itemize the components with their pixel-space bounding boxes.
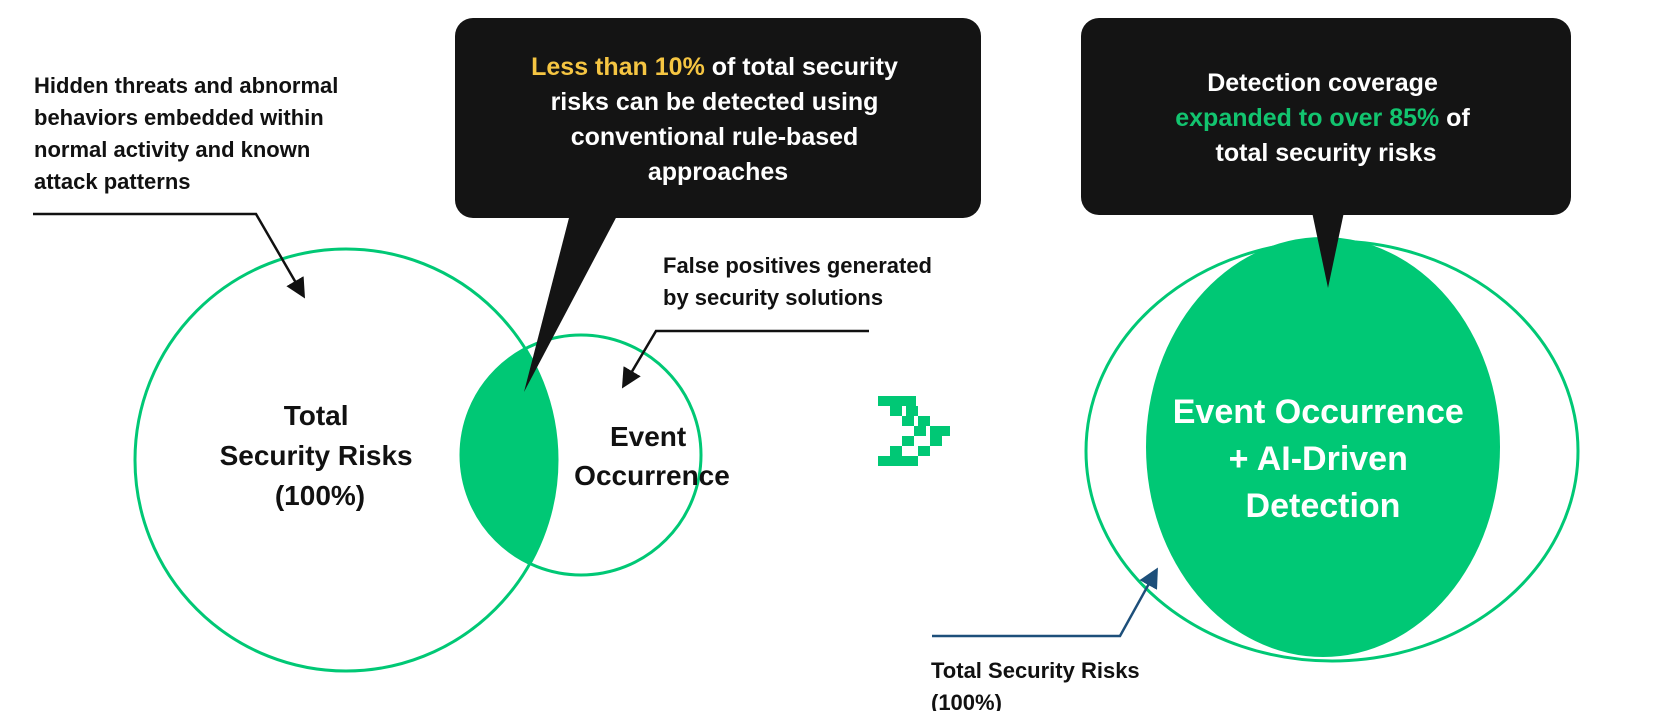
false-positives-text: False positives generated by security so… <box>663 253 938 310</box>
hidden-threats-arrow <box>33 212 306 299</box>
right-total-text: Total Security Risks (100%) <box>931 658 1146 711</box>
hidden-threats-text: Hidden threats and abnormal behaviors em… <box>34 73 345 194</box>
false-positives-annotation: False positives generated by security so… <box>621 253 938 389</box>
right-venn: Event Occurrence + AI-Driven Detection <box>1084 237 1580 663</box>
chevron-right-icon <box>878 396 950 466</box>
false-positives-arrow <box>621 329 869 389</box>
ai-detection-label: Event Occurrence + AI-Driven Detection <box>1173 393 1473 525</box>
hidden-threats-annotation: Hidden threats and abnormal behaviors em… <box>33 73 345 299</box>
right-total-arrow <box>932 567 1158 638</box>
right-bubble-pointer <box>1312 212 1344 288</box>
intersection-area <box>461 335 557 575</box>
event-occurrence-label: Event Occurrence <box>574 421 730 491</box>
total-risks-circle <box>133 247 559 673</box>
right-bubble: Detection coverage expanded to over 85% … <box>1081 18 1571 288</box>
left-bubble-text: Less than 10% of total security risks ca… <box>531 53 905 186</box>
left-bubble-box <box>455 18 981 218</box>
left-venn: Total Security Risks (100%) Event Occurr… <box>133 247 730 673</box>
total-risks-label: Total Security Risks (100%) <box>220 400 421 511</box>
event-occurrence-circle <box>459 333 703 577</box>
right-total-annotation: Total Security Risks (100%) <box>931 567 1158 711</box>
left-bubble-pointer <box>524 214 618 392</box>
left-bubble: Less than 10% of total security risks ca… <box>455 18 981 392</box>
right-bubble-box <box>1081 18 1571 215</box>
right-bubble-text: Detection coverage expanded to over 85% … <box>1175 69 1476 167</box>
ai-detection-area <box>1146 237 1500 657</box>
